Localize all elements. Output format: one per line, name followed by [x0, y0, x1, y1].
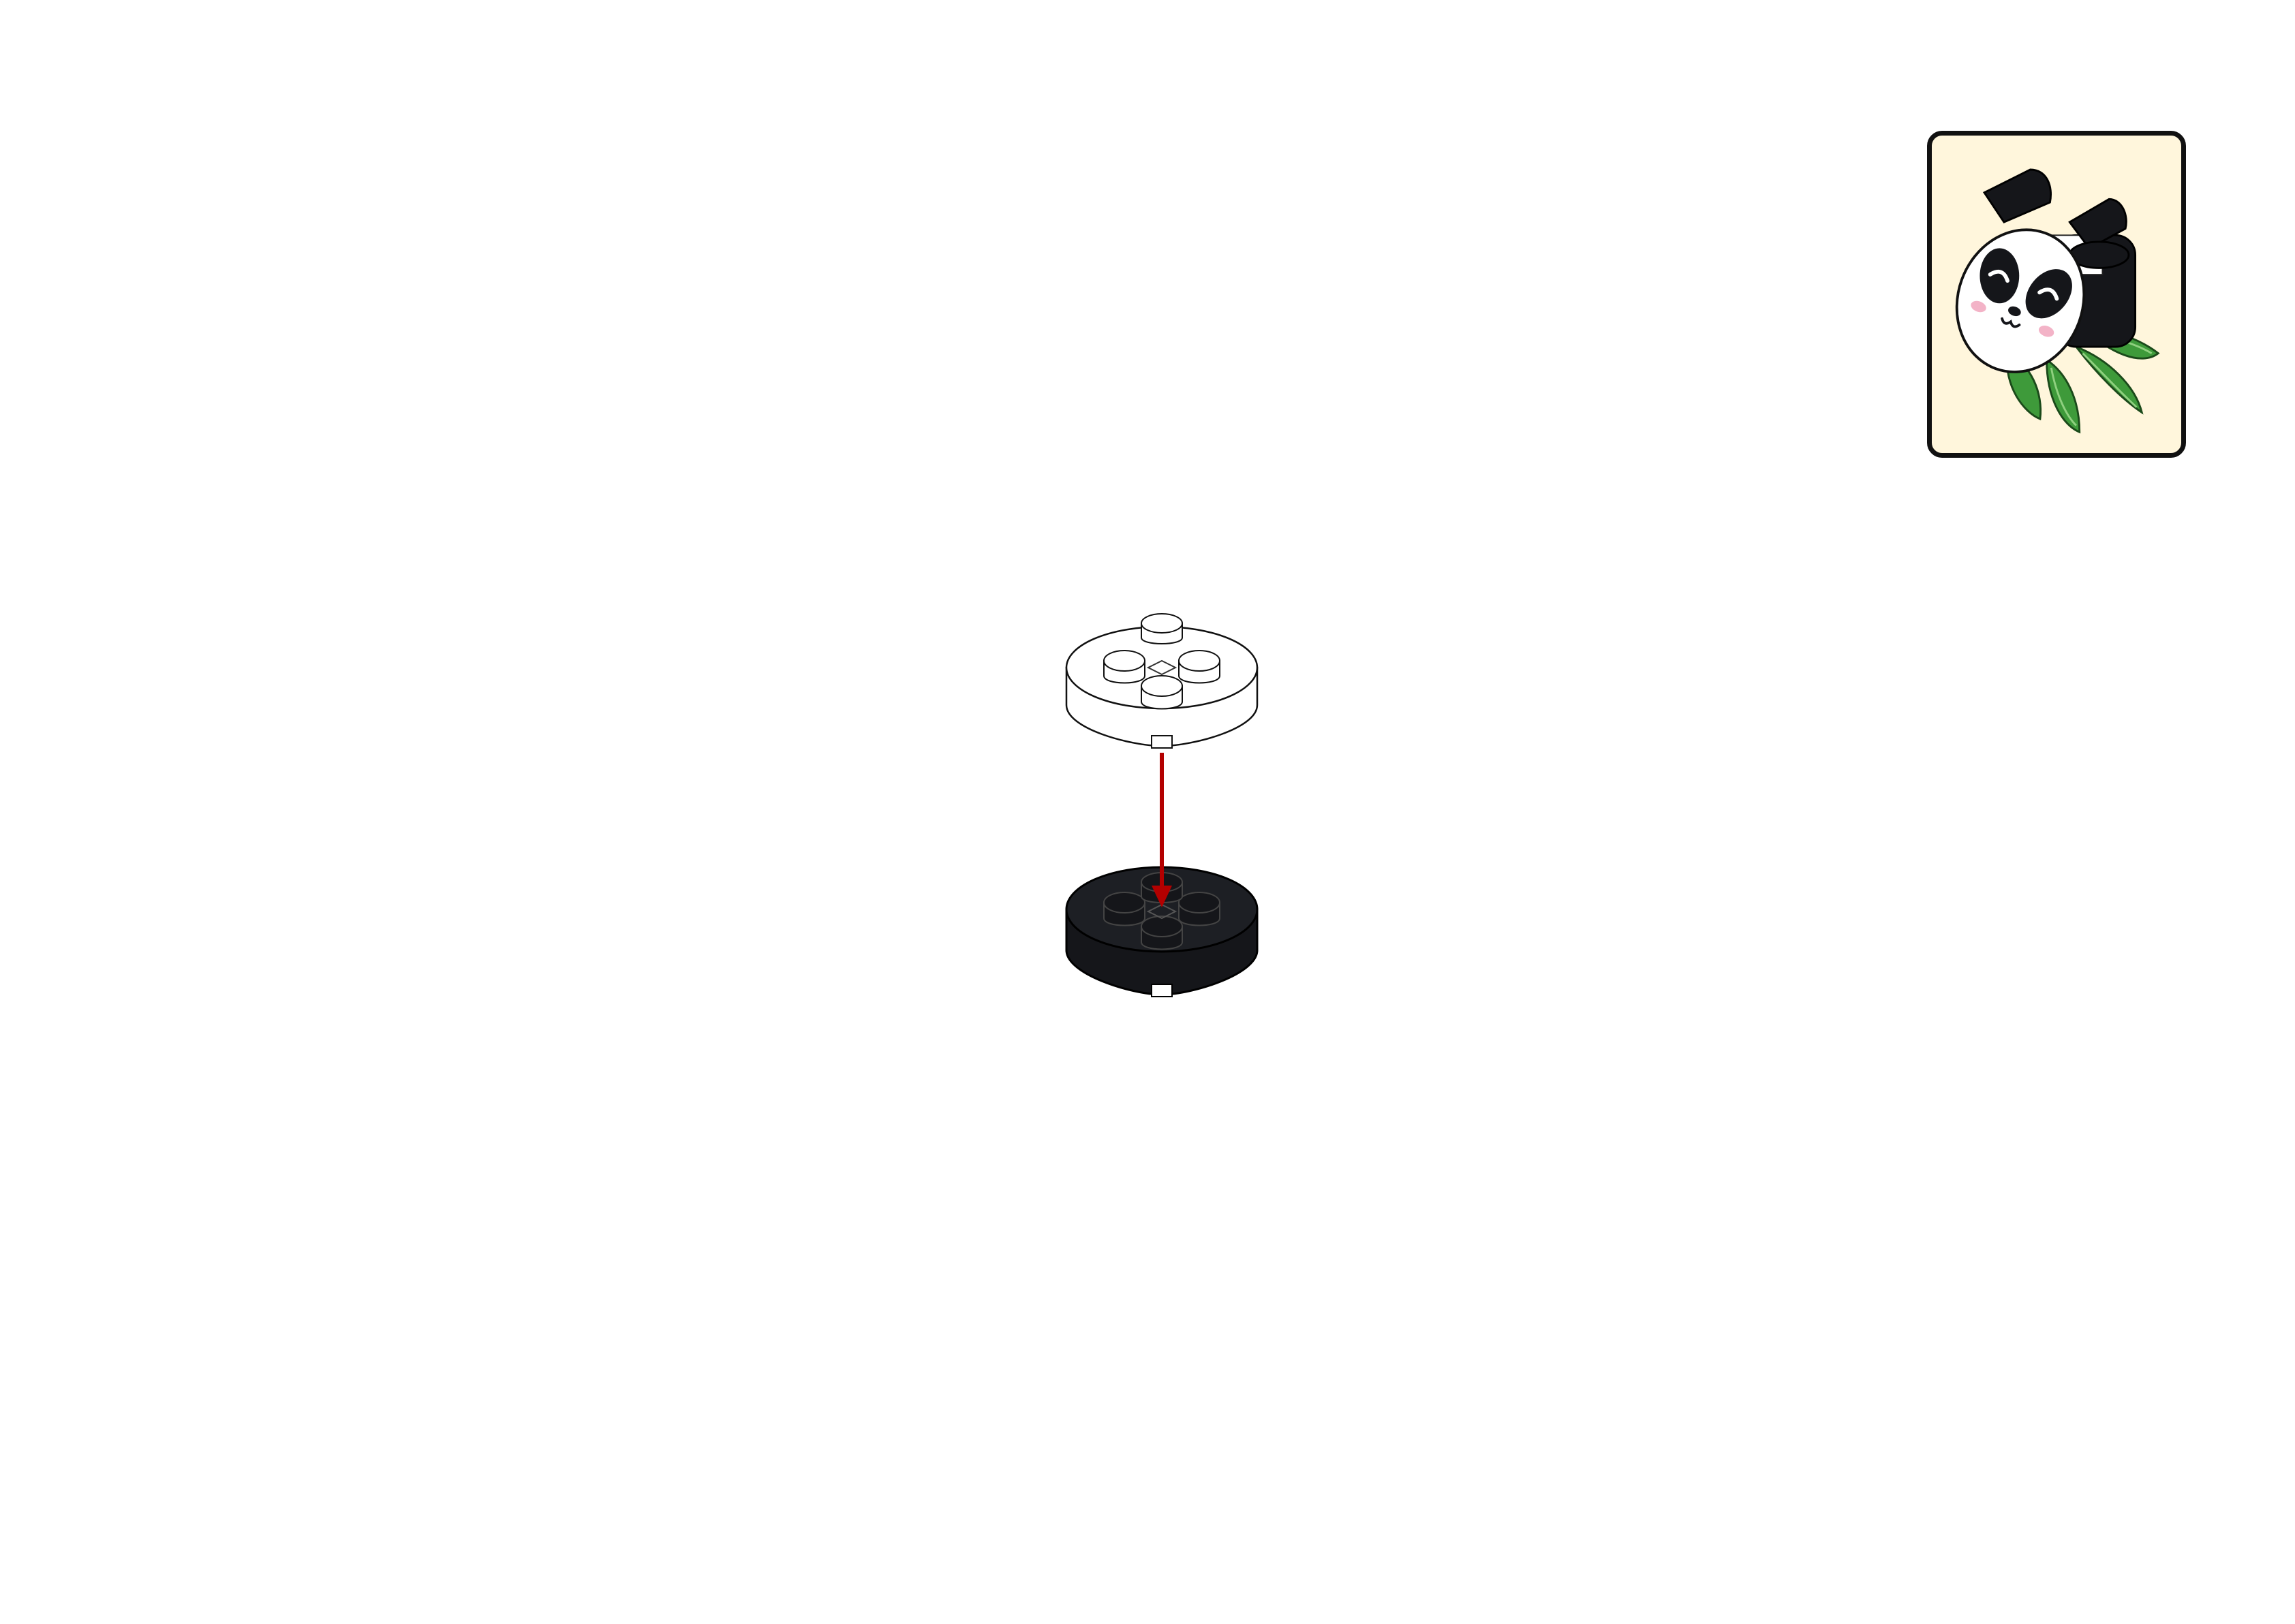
- panda-ears-icon: [1982, 168, 2130, 269]
- white-round-plate-part: [1065, 613, 1259, 749]
- white-plate-studs: [1103, 613, 1220, 710]
- placement-arrow-icon: [1152, 753, 1172, 907]
- black-round-plate-part: [1065, 866, 1259, 997]
- step-diagram: [1065, 613, 1259, 997]
- build-step-illustration: [1043, 593, 1281, 1001]
- panda-face-icon: [1955, 228, 2086, 373]
- model-preview-card: [1927, 131, 2186, 458]
- panda-preview-illustration: [1955, 168, 2160, 434]
